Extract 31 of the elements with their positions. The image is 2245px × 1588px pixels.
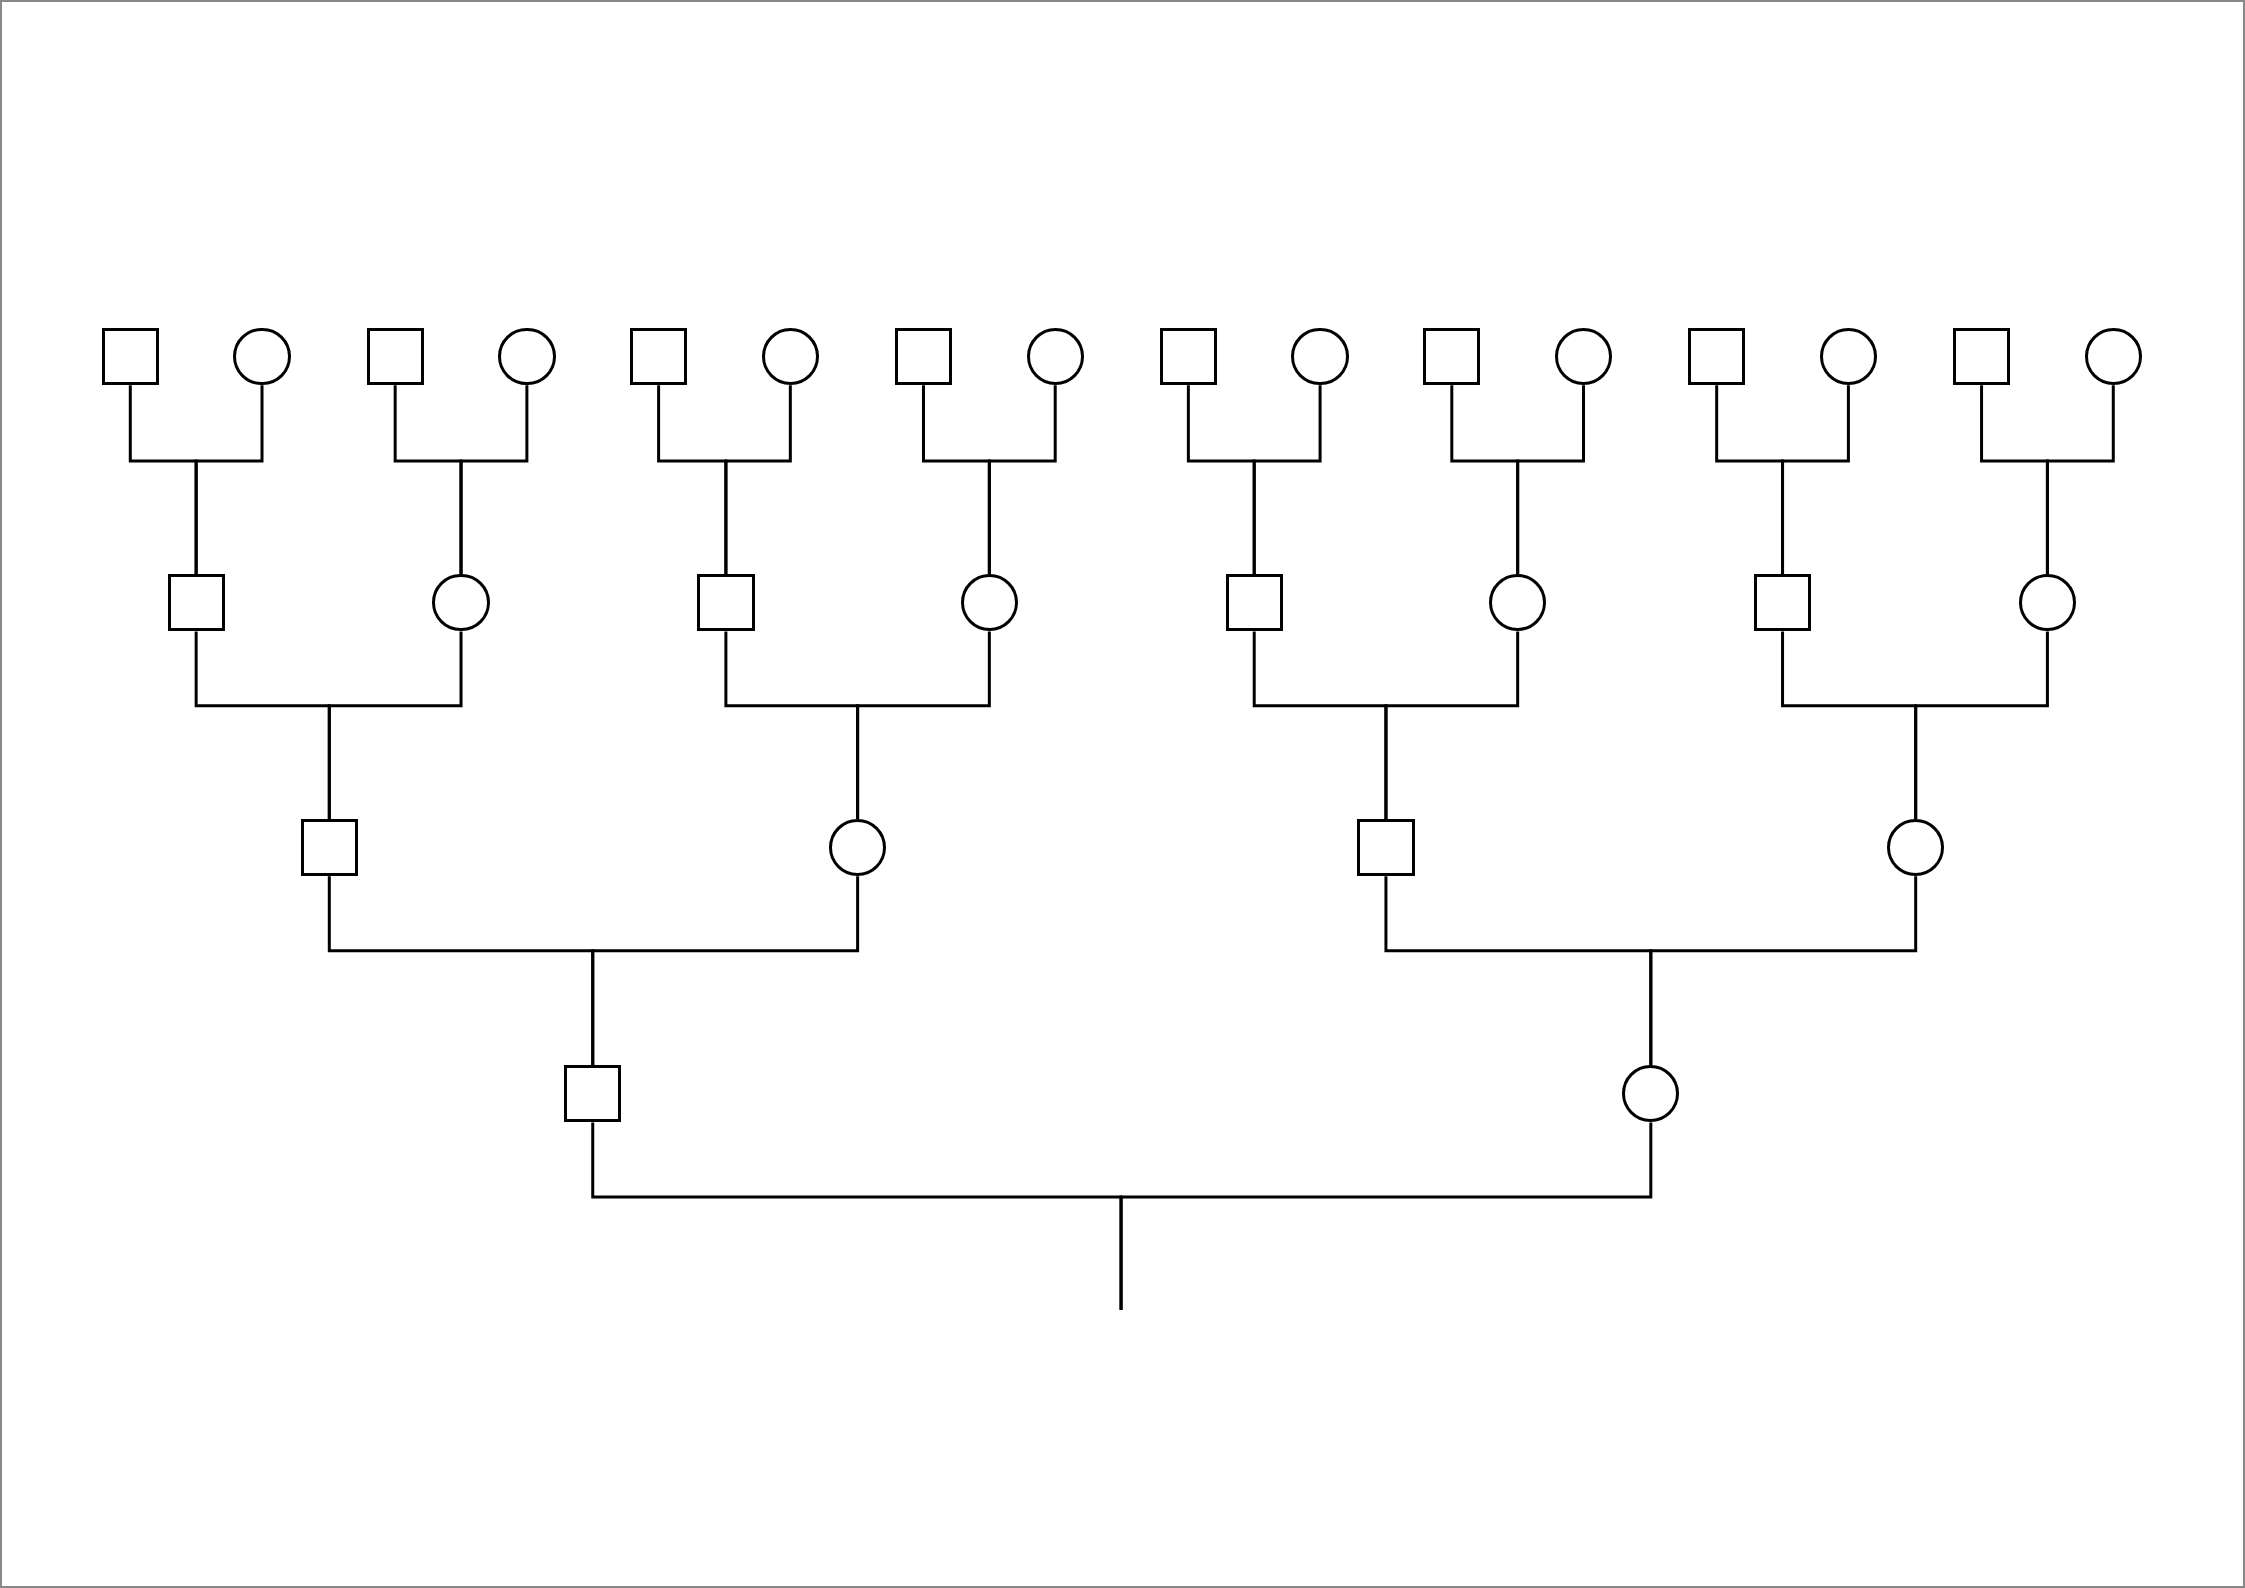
descent-line (2045, 385, 2115, 575)
pedigree-square (1753, 574, 1812, 632)
descent-line (1914, 631, 2049, 819)
descent-line (1119, 1122, 1653, 1311)
pedigree-square (1357, 818, 1415, 877)
pedigree-square (629, 327, 688, 386)
descent-line (724, 385, 792, 575)
pedigree-square (167, 574, 225, 632)
pedigree-square (697, 574, 755, 632)
descent-line (591, 876, 860, 1066)
pedigree-square (1423, 327, 1481, 386)
descent-line (194, 385, 264, 575)
descent-line (856, 631, 991, 819)
pedigree-square (1159, 327, 1217, 386)
pedigree-square (300, 818, 358, 877)
pedigree-square (1952, 327, 2011, 386)
pedigree-square (1225, 574, 1283, 632)
descent-line (1252, 385, 1322, 575)
pedigree-square (366, 327, 424, 386)
descent-line (327, 631, 463, 819)
pedigree-circle (432, 574, 490, 632)
pedigree-square (101, 327, 159, 386)
pedigree-square (564, 1065, 622, 1123)
pedigree-square (1688, 327, 1746, 386)
descent-line (1384, 631, 1520, 819)
descent-line (459, 385, 529, 575)
pedigree-square (894, 327, 953, 386)
descent-line (1649, 876, 1918, 1066)
descent-line (1781, 385, 1850, 575)
descent-line (1516, 385, 1586, 575)
descent-line (987, 385, 1057, 575)
